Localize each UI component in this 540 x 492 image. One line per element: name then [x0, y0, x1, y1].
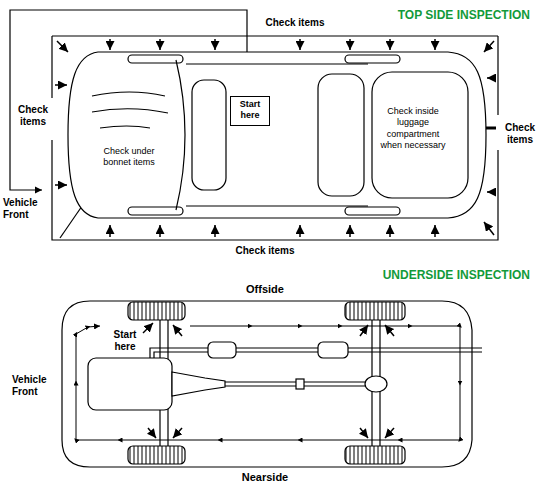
check-arrow: [434, 225, 436, 237]
check-arrow: [55, 84, 67, 86]
check-arrow: [109, 225, 111, 237]
inspection-boundary: [10, 10, 498, 240]
boundary-line: [52, 35, 498, 36]
car-top-view: [68, 52, 486, 218]
check-arrow: [434, 39, 436, 50]
wheel: [345, 446, 405, 464]
check-arrow: [389, 225, 391, 237]
start-label: Start here: [105, 329, 145, 353]
check-arrow: [159, 39, 161, 50]
check-arrow: [360, 428, 368, 438]
wheel-arch: [128, 55, 183, 63]
check-arrow: [299, 225, 301, 237]
check-arrow: [385, 325, 394, 336]
wheel: [128, 302, 185, 320]
boundary-line: [52, 36, 498, 240]
side-label: Nearside: [225, 471, 305, 484]
front-label: Vehicle Front: [12, 374, 58, 398]
route-line: [76, 326, 460, 440]
wheel: [345, 302, 405, 320]
exhaust-pipe: [150, 348, 482, 358]
check-arrow: [173, 325, 182, 336]
box-text: Start here: [235, 99, 265, 121]
side-label: Offside: [230, 283, 300, 296]
silencer: [208, 342, 236, 358]
check-arrow: [173, 428, 182, 438]
check-arrow: [109, 39, 111, 50]
check-arrow: [484, 222, 494, 235]
gearbox: [172, 372, 225, 396]
wheel: [128, 446, 185, 464]
differential: [365, 376, 387, 392]
check-arrow: [159, 225, 161, 237]
car-underside: [62, 301, 482, 467]
check-arrow: [385, 428, 394, 438]
check-arrow: [148, 428, 156, 438]
check-arrow: [214, 225, 216, 237]
engine: [88, 358, 172, 410]
luggage-compartment: [372, 72, 468, 198]
check-arrow: [143, 323, 153, 333]
wheel-arch: [345, 55, 400, 63]
note-label: Check under bonnet items: [96, 146, 162, 169]
section-heading: TOP SIDE INSPECTION: [330, 8, 530, 22]
note-label: Check inside luggage compartment when ne…: [380, 106, 446, 151]
underside-arrows: [143, 323, 394, 438]
check-label: Check items: [255, 17, 335, 29]
check-label: Check items: [16, 104, 50, 128]
car-body: [68, 52, 486, 218]
bonnet-line: [92, 109, 168, 113]
check-arrow: [389, 39, 391, 50]
check-arrow: [299, 39, 301, 50]
check-arrow: [55, 184, 67, 186]
check-arrow: [214, 39, 216, 50]
check-arrow: [484, 41, 494, 52]
check-arrows: [55, 39, 496, 237]
bonnet-line: [100, 126, 150, 128]
silencer: [318, 342, 348, 358]
rear-seat: [318, 74, 364, 196]
check-label: Check items: [225, 245, 305, 257]
start-box: Start here: [230, 96, 270, 126]
wheel-arch: [128, 207, 183, 215]
check-arrow: [487, 191, 496, 193]
front-seat: [192, 80, 226, 190]
underside-body: [62, 301, 472, 467]
wheel-arch: [345, 207, 400, 215]
section-heading: UNDERSIDE INSPECTION: [330, 268, 530, 282]
windscreen: [176, 60, 185, 210]
check-arrow: [349, 225, 351, 237]
underside-route: [76, 326, 460, 440]
check-arrow: [349, 39, 351, 50]
bonnet-line: [92, 92, 165, 96]
check-label: Check items: [502, 122, 538, 146]
check-arrow: [360, 325, 368, 336]
check-arrow: [487, 77, 496, 79]
check-arrow: [57, 41, 68, 52]
shaft-joint: [296, 379, 304, 389]
front-label: Vehicle Front: [3, 197, 49, 221]
door-line: [186, 64, 368, 206]
